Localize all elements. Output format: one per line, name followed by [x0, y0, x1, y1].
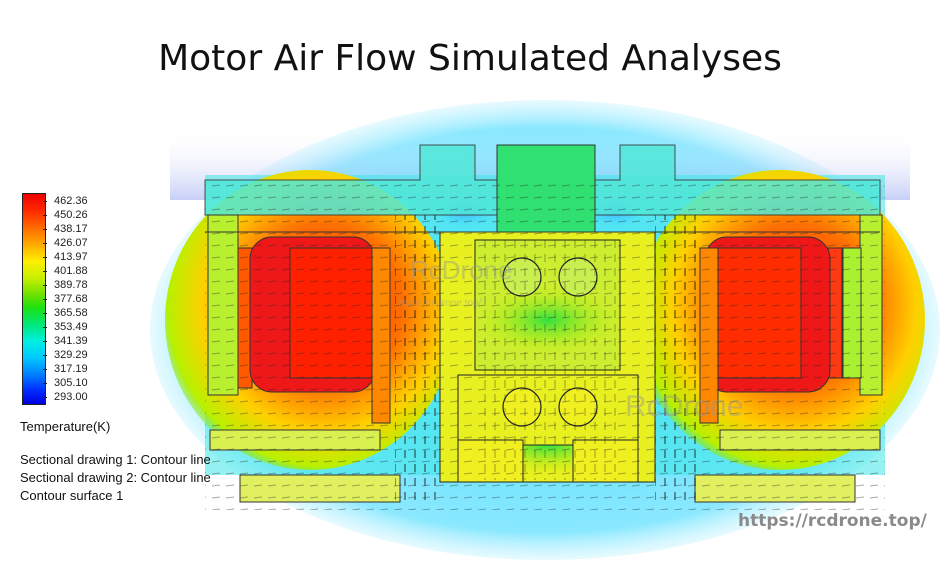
legend-tick: 401.88	[43, 265, 88, 277]
brand-watermark: RcDrone	[410, 255, 513, 285]
legend-tick: 438.17	[43, 223, 88, 235]
legend-tick: 293.00	[43, 391, 88, 403]
legend-tick: 462.36	[43, 195, 88, 207]
legend-tick: 426.07	[43, 237, 88, 249]
note-line: Sectional drawing 1: Contour line	[20, 452, 211, 467]
legend-tick: 413.97	[43, 251, 88, 263]
brand-watermark-2: RcDrone	[625, 390, 744, 423]
legend-tick: 365.58	[43, 307, 88, 319]
legend-tick: 305.10	[43, 377, 88, 389]
legend-tick: 317.19	[43, 363, 88, 375]
source-url-watermark: https://rcdrone.top/	[738, 511, 927, 531]
legend-quantity-label: Temperature(K)	[20, 419, 111, 434]
brand-watermark-sub: https://rcdrone.top/	[398, 298, 482, 309]
colorbar	[22, 193, 46, 405]
legend-tick: 329.29	[43, 349, 88, 361]
page-title: Motor Air Flow Simulated Analyses	[158, 38, 782, 79]
legend-tick: 389.78	[43, 279, 88, 291]
plot-notes: Sectional drawing 1: Contour line Sectio…	[20, 451, 211, 505]
note-line: Contour surface 1	[20, 488, 124, 503]
legend-tick: 341.39	[43, 335, 88, 347]
note-line: Sectional drawing 2: Contour line	[20, 470, 211, 485]
legend-tick: 377.68	[43, 293, 88, 305]
legend-tick: 353.49	[43, 321, 88, 333]
legend-tick: 450.26	[43, 209, 88, 221]
